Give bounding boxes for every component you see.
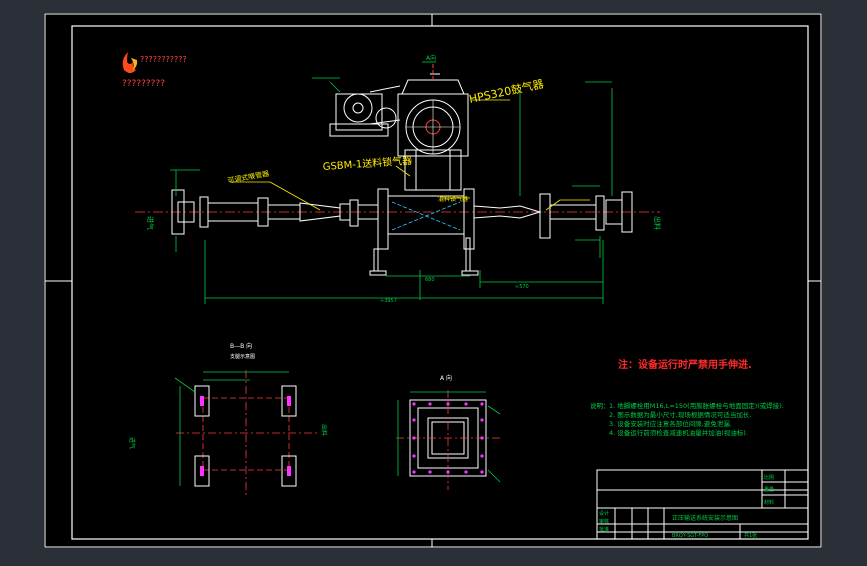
dim-right-label: ≈570 [515,284,529,290]
bb-dimensions [174,371,289,486]
note-1: 1. 地脚螺栓用M16,L=150(用膨胀螺栓与地面固定)(或焊接). [609,401,784,410]
logo-line-2: ????????? [122,79,165,89]
right-port-label: 出料 [653,216,662,230]
support-feet [194,385,297,487]
tb-drawing-code: BRQY-SGT-FPO [672,533,708,539]
dimension-lines [170,61,613,304]
flange-bolt-holes [412,402,484,474]
section-bb-subtitle: 支腿示意图 [230,353,255,360]
section-bb-title: B—B 向 [230,342,252,350]
sheet-inner-border [71,25,809,540]
note-4: 4. 设备运行前须检查减速机油量并加油(视油标). [609,428,748,437]
a-view-arrow-label: A向 [426,54,436,62]
notes-block: 说明： 1. 地脚螺栓用M16,L=150(用膨胀螺栓与地面固定)(或焊接). … [590,401,784,437]
tb-weight-label: 重量 [764,486,774,493]
dim-center-label: 680 [425,277,435,283]
center-ticks [45,14,821,547]
a-view-flange: A 向 [396,374,501,490]
tb-material-label: 材料 [764,499,774,506]
mixing-chamber-callout: 混料锁气器 [438,195,468,203]
note-2: 2. 图示数据为最小尺寸,现场根据情况可适当加长. [609,410,751,419]
a-view-dimensions [397,391,501,483]
tb-scale-label: 比例 [764,474,774,481]
note-3: 3. 设备安装时应注意各部位间隙,避免泄漏. [609,419,732,428]
notes-heading: 说明： [590,401,610,410]
anchor-bolts [200,396,291,476]
tb-row-design: 设计 [599,510,609,517]
dim-total-label: ≈3957 [380,298,397,304]
feed-hopper [401,79,465,95]
title-block: 比例 重量 材料 设计 审核 批准 正压输送系统安装示意图 BRQY-SGT-F… [596,469,809,540]
tb-row-approve: 批准 [599,526,609,533]
callout-leaders [230,99,590,211]
left-port-flange [171,189,185,235]
outlet-diffuser [473,205,542,219]
tb-drawing-name: 正压输送系统安装示意图 [672,514,738,522]
a-view-title: A 向 [440,374,452,382]
section-bb-view: B—B 向 支腿示意图 进气 出料 [128,342,328,496]
safety-warning: 注：设备运行时严禁用手伸进. [618,358,752,371]
company-logo: ??????????? ????????? [122,52,187,89]
tb-row-review: 审核 [599,518,609,525]
bb-left-mark: 进气 [128,437,136,449]
logo-line-1: ??????????? [140,55,187,64]
tb-sheet-label: 共1张 [744,532,757,539]
left-port-label: 进气 [146,216,155,230]
support-legs [369,237,479,276]
bb-right-mark: 出料 [320,424,328,436]
